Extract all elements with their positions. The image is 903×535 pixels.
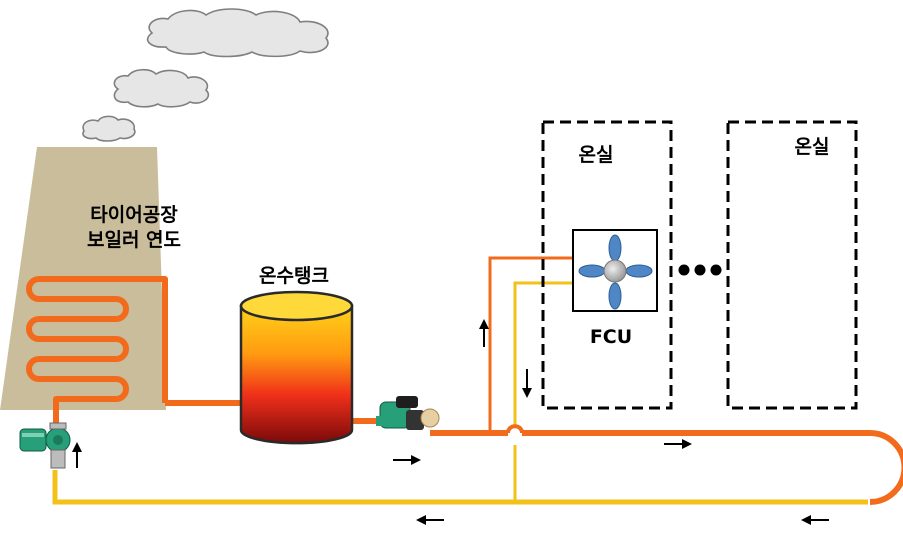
fcu-label: FCU <box>590 326 632 348</box>
flow-arrows <box>72 319 829 525</box>
cloud-icon <box>82 115 136 142</box>
boiler-label-line2: 보일러 연도 <box>87 229 181 251</box>
cloud-icon <box>113 68 210 108</box>
fcu-return-pipe <box>513 281 577 502</box>
fan-icon <box>578 234 653 310</box>
return-pipe <box>52 470 868 505</box>
supply-pipe-main <box>352 418 903 505</box>
boiler-label-line1: 타이어공장 <box>90 204 178 226</box>
ellipsis-icon <box>678 264 722 276</box>
fcu-supply-pipe <box>488 256 577 433</box>
cloud-icon <box>146 8 329 58</box>
pump-icon <box>376 396 440 430</box>
hot-water-tank <box>239 290 354 445</box>
pump-icon <box>19 422 71 469</box>
greenhouse-1-boundary <box>541 120 673 410</box>
greenhouse-2-boundary <box>726 120 858 410</box>
smoke-clouds <box>82 8 329 142</box>
greenhouse-2-label: 온실 <box>795 136 830 158</box>
pipe-crossover <box>506 424 524 434</box>
heat-exchange-coil <box>26 276 168 425</box>
greenhouse-1-label: 온실 <box>579 144 614 166</box>
tank-label: 온수탱크 <box>259 265 329 287</box>
